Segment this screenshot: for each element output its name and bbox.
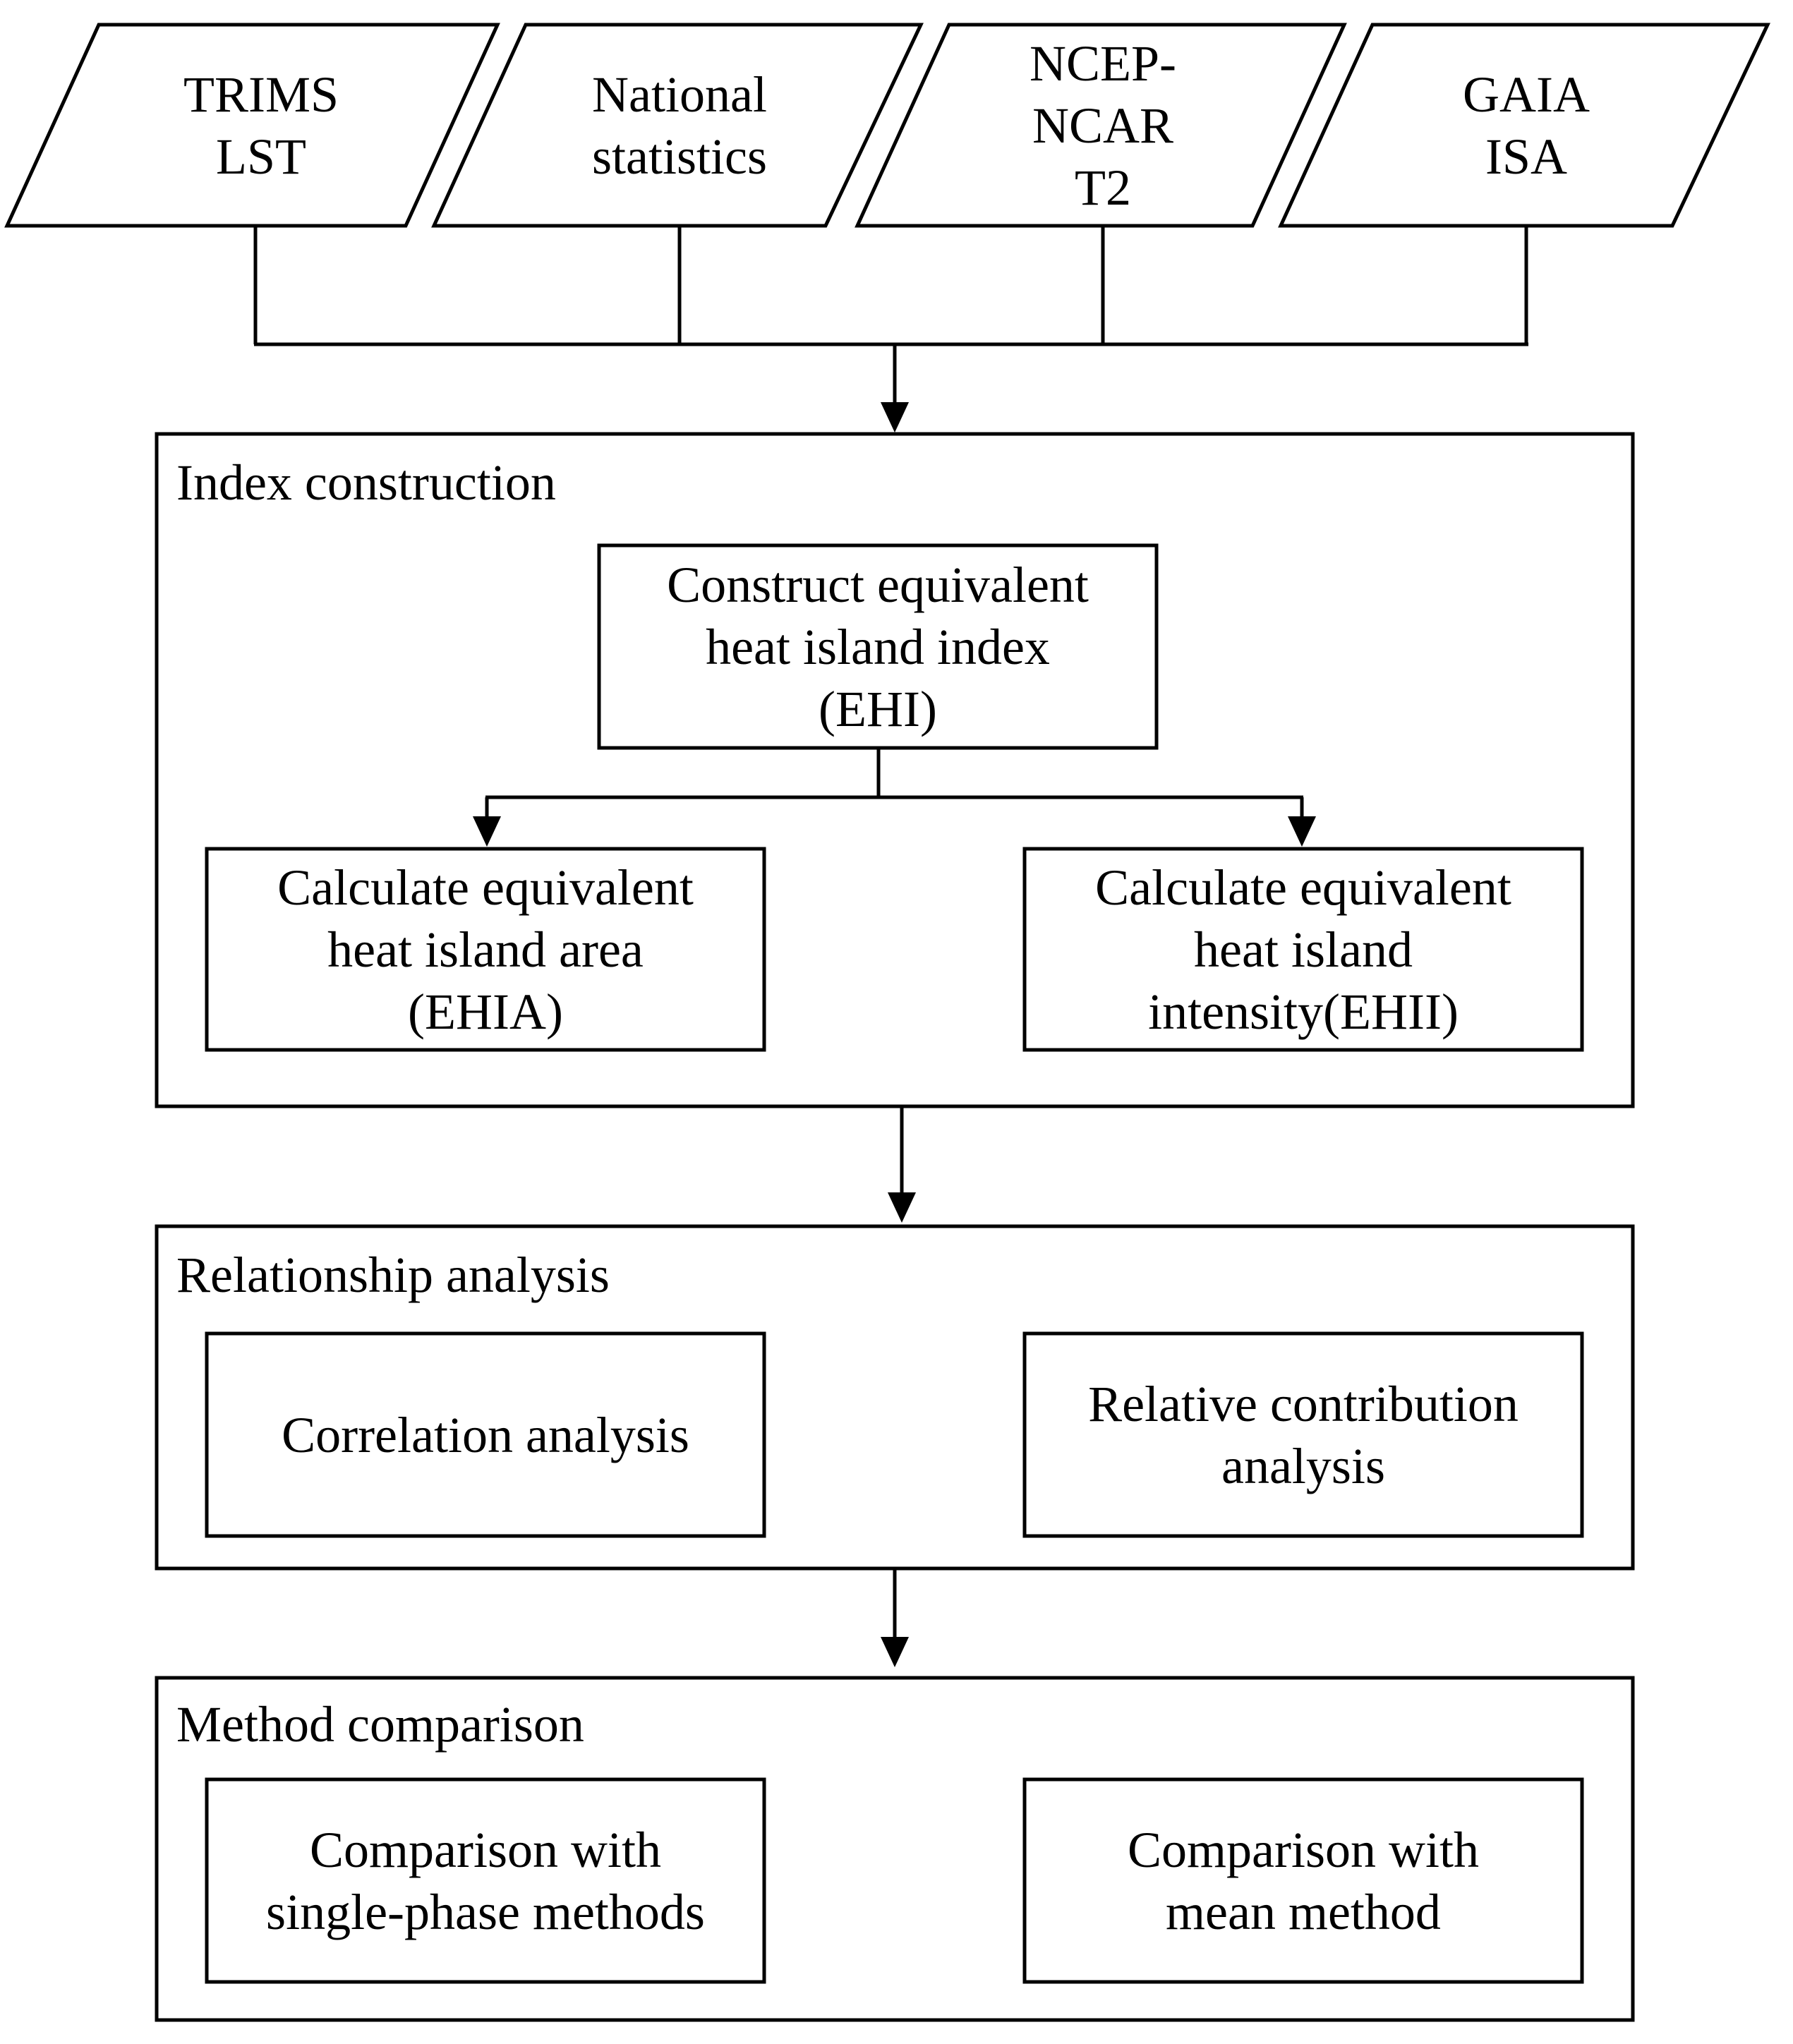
- ehii-label-line: heat island: [1194, 921, 1413, 978]
- input-label-ncep-ncar-t2: NCEP- NCAR T2: [962, 28, 1244, 222]
- ehia-label-line: Calculate equivalent: [277, 859, 694, 916]
- index-construction-title: Index construction: [176, 454, 556, 511]
- ehii-label-line: Calculate equivalent: [1095, 859, 1511, 916]
- input-label-line: GAIA: [1463, 66, 1590, 123]
- single-phase-box: [205, 1777, 766, 1984]
- arrow-head-to-method: [881, 1637, 909, 1667]
- input-shape-gaia-isa: [1278, 23, 1770, 228]
- mean-method-label-line: Comparison with: [1128, 1821, 1479, 1878]
- ehi-label-line: heat island index: [706, 618, 1050, 675]
- ehia-label-line: heat island area: [327, 921, 644, 978]
- ehia-label-line: (EHIA): [408, 983, 563, 1040]
- ehii-box: [1022, 847, 1584, 1052]
- ehii-label: Calculate equivalent heat island intensi…: [1027, 851, 1580, 1048]
- ehi-label-line: Construct equivalent: [667, 556, 1089, 613]
- input-label-line: ISA: [1485, 128, 1567, 185]
- ehia-box: [205, 847, 766, 1052]
- mean-method-label-line: mean method: [1166, 1883, 1441, 1940]
- input-shape-national-statistics: [431, 23, 924, 228]
- relative-contribution-box: [1022, 1331, 1584, 1538]
- input-label-line: T2: [1075, 159, 1131, 216]
- relative-contribution-label: Relative contribution analysis: [1027, 1336, 1580, 1534]
- ehi-label: Construct equivalent heat island index (…: [601, 548, 1154, 746]
- ehi-label-line: (EHI): [819, 680, 937, 737]
- input-shape-ncep-ncar-t2: [855, 23, 1347, 228]
- correlation-label: Correlation analysis: [209, 1336, 762, 1534]
- input-label-line: NCEP-: [1029, 35, 1177, 92]
- ehii-label-line: intensity(EHII): [1148, 983, 1459, 1040]
- input-label-gaia-isa: GAIA ISA: [1385, 28, 1667, 222]
- relationship-analysis-title: Relationship analysis: [176, 1247, 610, 1303]
- input-label-line: TRIMS: [183, 66, 339, 123]
- method-comparison-title: Method comparison: [176, 1696, 584, 1753]
- correlation-label-line: Correlation analysis: [282, 1406, 689, 1463]
- input-label-line: LST: [215, 128, 306, 185]
- arrow-head-to-relationship: [888, 1192, 916, 1223]
- input-label-line: statistics: [592, 128, 767, 185]
- correlation-box: [205, 1331, 766, 1538]
- input-label-line: National: [592, 66, 767, 123]
- input-label-line: NCAR: [1032, 97, 1174, 154]
- single-phase-label-line: Comparison with: [310, 1821, 661, 1878]
- mean-method-label: Comparison with mean method: [1027, 1782, 1580, 1980]
- single-phase-label: Comparison with single-phase methods: [209, 1782, 762, 1980]
- single-phase-label-line: single-phase methods: [266, 1883, 705, 1940]
- arrow-head-to-index: [881, 402, 909, 433]
- input-shape-trims-lst: [4, 23, 500, 228]
- arrow-head-to-ehii: [1288, 816, 1316, 847]
- arrow-head-to-ehia: [473, 816, 501, 847]
- input-label-national-statistics: National statistics: [538, 28, 821, 222]
- relative-contribution-label-line: analysis: [1221, 1437, 1385, 1494]
- relative-contribution-label-line: Relative contribution: [1088, 1375, 1519, 1432]
- mean-method-box: [1022, 1777, 1584, 1984]
- input-label-trims-lst: TRIMS LST: [120, 28, 402, 222]
- ehia-label: Calculate equivalent heat island area (E…: [209, 851, 762, 1048]
